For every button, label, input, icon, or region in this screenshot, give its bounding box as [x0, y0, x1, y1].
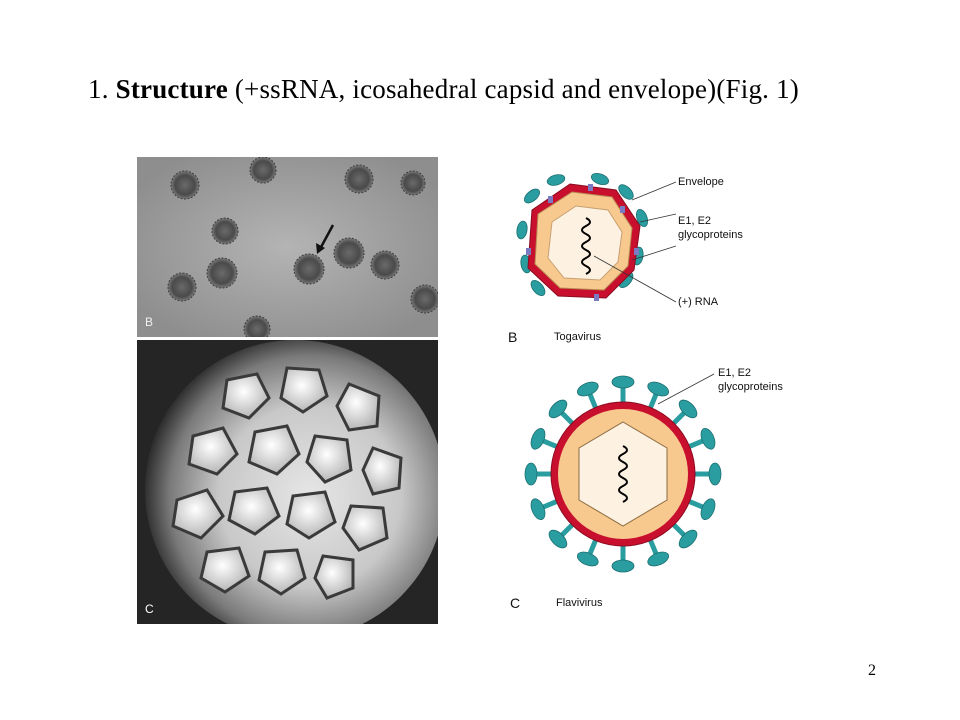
toga-label-rna: (+) RNA [678, 296, 719, 308]
flavi-panel-letter: C [510, 595, 520, 611]
micrograph-top-image [137, 157, 438, 337]
togavirus-diagram: Envelope E1, E2 glycoproteins (+) RNA B … [508, 160, 808, 350]
flavi-spike [647, 537, 670, 567]
toga-label-glyco-1: E1, E2 [678, 215, 711, 227]
flavi-spike [576, 381, 599, 411]
toga-label-envelope: Envelope [678, 176, 724, 188]
flavi-spikes [524, 375, 722, 573]
micrograph-bottom: C [137, 340, 438, 624]
page-number: 2 [868, 662, 876, 679]
flavi-spike [530, 498, 560, 521]
flavi-spike [686, 427, 716, 450]
flavi-label-glyco-1: E1, E2 [718, 367, 751, 379]
toga-label-glyco-2: glycoproteins [678, 229, 743, 241]
togavirus-diagram-svg: Envelope E1, E2 glycoproteins (+) RNA B … [508, 172, 743, 345]
flavi-spike [611, 375, 635, 404]
micrograph-bottom-letter: C [145, 602, 154, 616]
flavi-caption: Flavivirus [556, 597, 603, 609]
flavi-spike [548, 521, 576, 549]
title-number: 1. [88, 74, 109, 104]
flavi-spike [670, 399, 698, 427]
flavi-label-glyco-2: glycoproteins [718, 381, 783, 393]
flavi-spike [576, 537, 599, 567]
flavivirus-diagram: E1, E2 glycoproteins C Flavivirus [508, 364, 808, 616]
flavi-spike [670, 521, 698, 549]
flavi-spike [686, 498, 716, 521]
slide-title: 1. Structure (+ssRNA, icosahedral capsid… [88, 74, 799, 105]
micrograph-bottom-image [137, 340, 438, 624]
flavi-spike [693, 462, 722, 486]
flavi-spike [611, 544, 635, 573]
flavi-spike [548, 399, 576, 427]
flavi-spike [647, 381, 670, 411]
micrograph-top-letter: B [145, 315, 154, 329]
title-bold: Structure [115, 74, 228, 104]
toga-caption: Togavirus [554, 331, 602, 343]
title-rest: (+ssRNA, icosahedral capsid and envelope… [227, 74, 799, 104]
flavi-spike [524, 462, 553, 486]
flavi-spike [530, 427, 560, 450]
flavivirus-diagram-svg: E1, E2 glycoproteins C Flavivirus [510, 367, 783, 611]
micrograph-top: B [137, 157, 438, 337]
toga-panel-letter: B [508, 329, 517, 345]
